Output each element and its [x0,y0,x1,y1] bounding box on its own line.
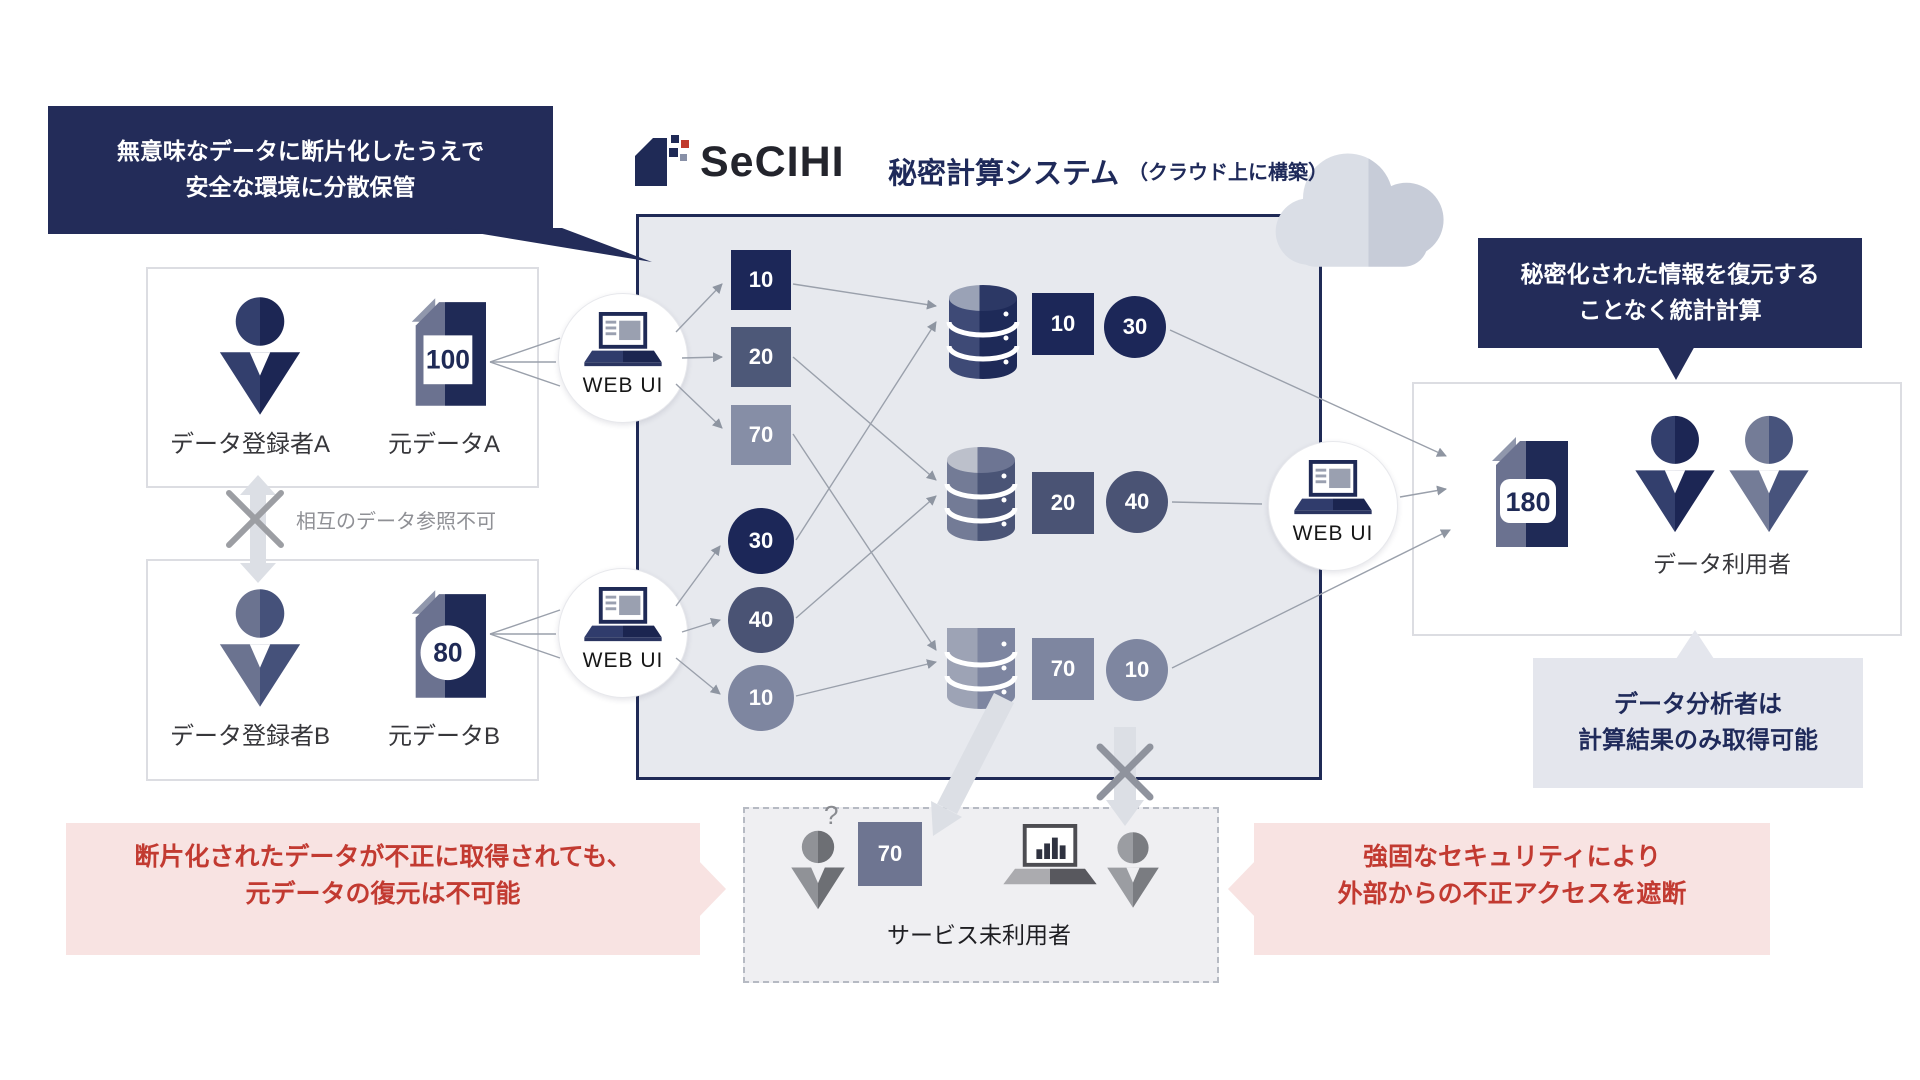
web-ui-node-result: WEB UI [1268,441,1398,571]
analyst-note: データ分析者は 計算結果のみ取得可能 [1533,658,1863,788]
analyst-note-line2: 計算結果のみ取得可能 [1578,727,1818,754]
registrant-a-label: データ登録者A [169,431,330,458]
mutual-no-reference-note: 相互のデータ参照不可 [296,511,496,533]
outsider-person-icon-1 [791,830,845,910]
fragment-square-3: 70 [731,405,791,465]
laptop-icon [1294,460,1372,515]
web-ui-label: WEB UI [582,374,664,397]
web-ui-node-a: WEB UI [558,293,688,423]
registrant-a-person-icon [219,297,301,415]
cloud-icon [1275,153,1444,267]
source-data-b-value: 80 [433,638,462,668]
note-bottom-left-tip [696,858,726,920]
note-restore-impossible: 断片化されたデータが不正に取得されても、 元データの復元は不可能 [66,823,700,955]
fragment-circle-3: 10 [728,665,794,731]
mutual-block-x-icon [226,490,284,548]
callout-right-tail [1656,344,1696,380]
result-value: 180 [1505,487,1550,517]
attacker-laptop-chart-icon [1003,824,1097,885]
callout-statistics: 秘密化された情報を復元する ことなく統計計算 [1478,238,1862,348]
fragment-square-2: 20 [731,327,791,387]
callout-fragmentation-line1: 無意味なデータに断片化したうえで [116,138,485,165]
stored-square-1: 10 [1032,293,1094,355]
stored-circle-2: 40 [1106,471,1168,533]
stored-circle-1: 30 [1104,296,1166,358]
outsider-person-icon-2 [1107,832,1159,908]
analyst-note-line1: データ分析者は [1614,691,1782,718]
database-icon-2 [944,447,1018,541]
laptop-icon [584,312,662,367]
note-security-block-line1: 強固なセキュリティにより [1362,842,1661,871]
source-data-a-icon: 100 [411,298,486,406]
fragment-circle-2: 40 [728,587,794,653]
registrant-b-label: データ登録者B [169,723,330,750]
laptop-icon [584,587,662,642]
note-restore-impossible-line1: 断片化されたデータが不正に取得されても、 [134,842,632,871]
source-data-b-icon: 80 [411,590,486,698]
logo-wordmark: SeCIHI [700,138,845,186]
stolen-fragment-square: 70 [858,822,922,886]
source-data-a-label: 元データA [387,431,500,458]
result-data-icon: 180 [1492,437,1568,547]
web-ui-label: WEB UI [582,649,664,672]
system-subtitle: （クラウド上に構築） [1128,162,1328,184]
non-user-label: サービス未利用者 [887,922,1071,948]
source-data-b-label: 元データB [387,723,500,750]
web-ui-label: WEB UI [1292,522,1374,545]
callout-statistics-line1: 秘密化された情報を復元する [1520,261,1820,288]
fragment-circle-1: 30 [728,508,794,574]
note-security-block-line2: 外部からの不正アクセスを遮断 [1337,880,1687,908]
callout-fragmentation: 無意味なデータに断片化したうえで 安全な環境に分散保管 [48,106,553,234]
stored-square-2: 20 [1032,472,1094,534]
web-ui-node-b: WEB UI [558,568,688,698]
data-user-person-icon-2 [1729,415,1809,533]
stored-square-3: 70 [1032,638,1094,700]
source-data-a-value: 100 [426,345,470,375]
registrant-b-person-icon [219,589,301,707]
data-user-person-icon-1 [1635,415,1715,533]
question-mark: ? [824,800,839,830]
system-title: 秘密計算システム [888,158,1120,190]
database-icon-3 [944,628,1018,709]
note-restore-impossible-line2: 元データの復元は不可能 [245,880,521,908]
secihi-logo-icon [635,135,689,186]
stored-circle-3: 10 [1106,639,1168,701]
callout-fragmentation-line2: 安全な環境に分散保管 [185,174,416,200]
data-users-label: データ利用者 [1653,551,1791,577]
callout-statistics-line2: ことなく統計計算 [1578,297,1762,323]
fragment-square-1: 10 [731,250,791,310]
note-security-block: 強固なセキュリティにより 外部からの不正アクセスを遮断 [1254,823,1770,955]
database-icon-1 [946,285,1020,379]
